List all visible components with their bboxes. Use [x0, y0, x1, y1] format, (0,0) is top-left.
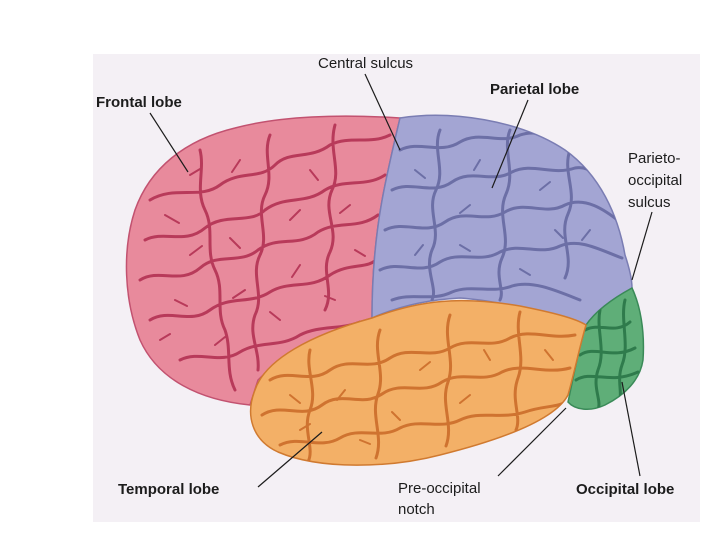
- parietal-lobe: [372, 115, 632, 325]
- parieto-occipital-label-line3: sulcus: [628, 194, 671, 211]
- occipital-lobe-leader: [622, 382, 640, 476]
- parieto-occipital-label-line2: occipital: [628, 172, 682, 189]
- parieto-occipital-label-line1: Parieto-: [628, 150, 681, 167]
- parietal-lobe-label: Parietal lobe: [490, 81, 579, 98]
- occipital-lobe-label: Occipital lobe: [576, 481, 674, 498]
- parieto-occipital-sulcus-leader: [632, 212, 652, 280]
- pre-occipital-notch-label-line2: notch: [398, 501, 435, 518]
- temporal-lobe-label: Temporal lobe: [118, 481, 219, 498]
- pre-occipital-notch-label-line1: Pre-occipital: [398, 480, 481, 497]
- frontal-lobe-label: Frontal lobe: [96, 94, 182, 111]
- central-sulcus-label: Central sulcus: [318, 55, 413, 72]
